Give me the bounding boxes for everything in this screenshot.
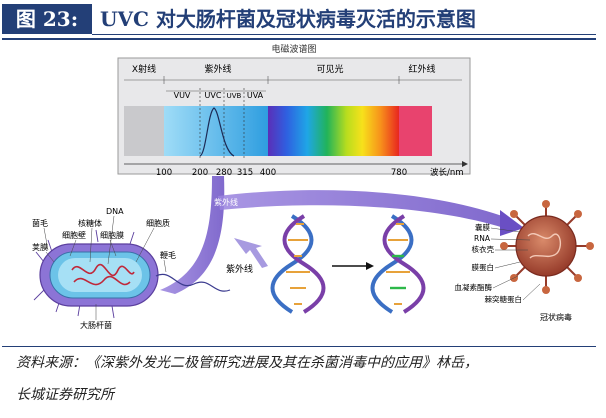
spectrum-panel: 电磁波谱图 X射线 紫外线 可见光 红外线 VUV UVC UVB UVA 10 (118, 43, 470, 178)
label-bacterium-name: 大肠杆菌 (80, 320, 112, 330)
band-uvb-label: UVB (227, 92, 242, 100)
label-hemagglutinin: 血凝素酯酶 (455, 282, 493, 292)
uvc-inactivation-diagram: 电磁波谱图 X射线 紫外线 可见光 红外线 VUV UVC UVB UVA 10 (0, 40, 606, 346)
label-pili: 菌毛 (32, 218, 48, 228)
label-rna: RNA (474, 234, 491, 243)
label-nucleocapsid: 核衣壳 (472, 244, 495, 254)
dna-uv-arrow-shape (234, 238, 268, 268)
uv-beam-label: 紫外线 (214, 197, 238, 207)
xray-band (124, 106, 164, 156)
dna-uv-arrow: 紫外线 (226, 238, 268, 275)
band-vuv-label: VUV (174, 91, 191, 100)
tick-200: 200 (192, 168, 208, 178)
dna-helix-damaged (373, 216, 424, 312)
label-cytoplasm: 细胞质 (146, 218, 170, 228)
band-uva-label: UVA (247, 91, 264, 100)
figure-label: 图 23: (2, 4, 92, 34)
footer-divider (2, 346, 596, 347)
source-citation: 资料来源：《深紫外发光二极管研究进展及其在杀菌消毒中的应用》林岳， (16, 352, 478, 372)
figure-title: UVC 对大肠杆菌及冠状病毒灭活的示意图 (100, 4, 476, 34)
label-flagellum: 鞭毛 (160, 250, 176, 260)
spectrum-title: 电磁波谱图 (271, 43, 316, 55)
tick-400: 400 (260, 168, 276, 178)
source-institution: 长城证券研究所 (16, 384, 114, 404)
label-spike: 棘突糖蛋白 (485, 294, 523, 304)
process-arrow (332, 262, 374, 270)
tick-780: 780 (391, 168, 407, 178)
label-virus-name: 冠状病毒 (540, 312, 572, 322)
label-m-protein: 膜蛋白 (472, 262, 495, 272)
uv-band (164, 106, 268, 156)
region-uv-label: 紫外线 (204, 63, 231, 75)
label-envelope: 囊膜 (475, 222, 490, 232)
title-underline (92, 34, 596, 35)
tick-315: 315 (237, 168, 253, 178)
region-infrared-label: 红外线 (408, 63, 435, 75)
figure-header: 图 23: UVC 对大肠杆菌及冠状病毒灭活的示意图 (0, 0, 606, 38)
bacterium-cytoplasm (58, 258, 142, 292)
tick-100: 100 (156, 168, 172, 178)
label-dna: DNA (106, 207, 124, 216)
uv-beam-across (218, 190, 508, 228)
region-xray-label: X射线 (132, 63, 156, 75)
label-ribosome: 核糖体 (78, 218, 102, 228)
visible-band (268, 106, 399, 156)
band-uvc-label: UVC (205, 91, 222, 100)
infrared-band (399, 106, 432, 156)
label-cell-wall: 细胞壁 (62, 230, 86, 240)
dna-helix-before (273, 216, 324, 312)
uv-beam: 紫外线 (160, 176, 524, 294)
region-visible-label: 可见光 (316, 63, 343, 75)
virus-envelope (516, 216, 576, 276)
label-capsule: 荚膜 (32, 242, 48, 252)
dna-uv-arrow-label: 紫外线 (226, 263, 253, 275)
wavelength-axis-label: 波长/nm (430, 167, 464, 178)
